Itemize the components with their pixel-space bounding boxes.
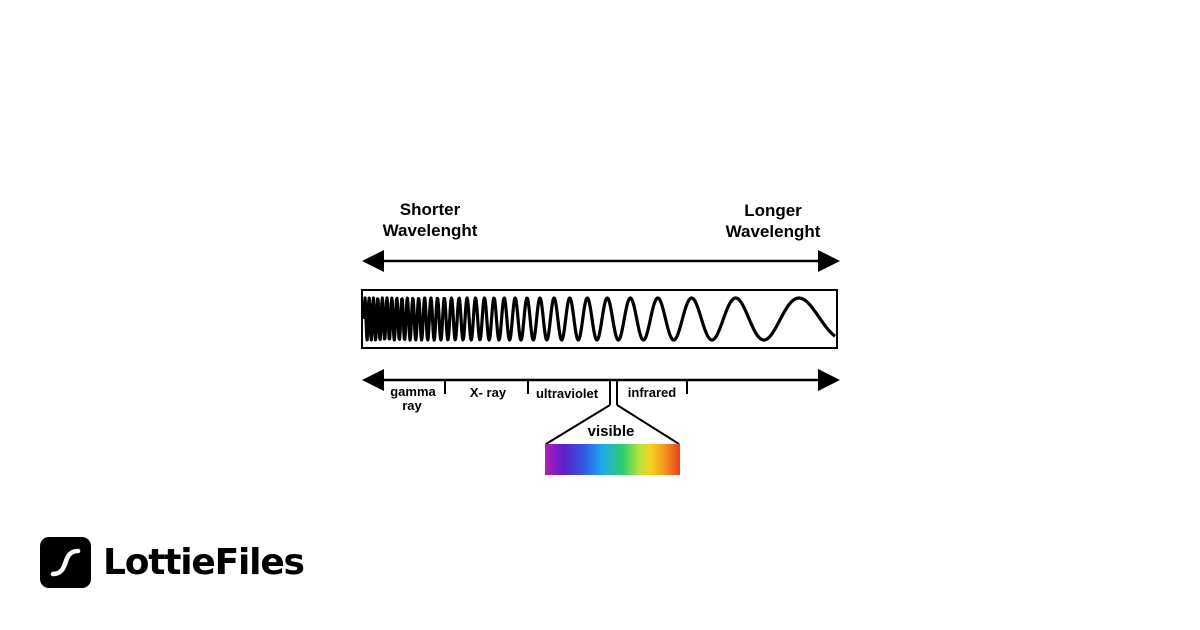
visible-spectrum-bar xyxy=(545,444,680,475)
band-infrared: infrared xyxy=(628,385,676,400)
wavelength-arrow xyxy=(362,250,840,272)
lottiefiles-brand[interactable]: LottieFiles xyxy=(40,537,305,588)
wave-line xyxy=(362,296,837,342)
lottiefiles-logo-icon xyxy=(40,537,91,588)
band-dividers xyxy=(444,380,688,394)
longer-label-line1: Longer xyxy=(744,201,802,220)
shorter-label-line1: Shorter xyxy=(400,200,461,219)
band-ultraviolet: ultraviolet xyxy=(536,386,599,401)
spectrum-arrow xyxy=(362,369,840,391)
brand-name: LottieFiles xyxy=(103,542,305,583)
band-gamma-line2: ray xyxy=(402,398,422,413)
band-gamma-line1: gamma xyxy=(390,384,436,399)
visible-callout xyxy=(545,380,680,445)
longer-label-line2: Wavelenght xyxy=(726,222,821,241)
band-xray: X- ray xyxy=(470,385,507,400)
band-visible: visible xyxy=(588,423,635,440)
shorter-label-line2: Wavelenght xyxy=(383,221,478,240)
